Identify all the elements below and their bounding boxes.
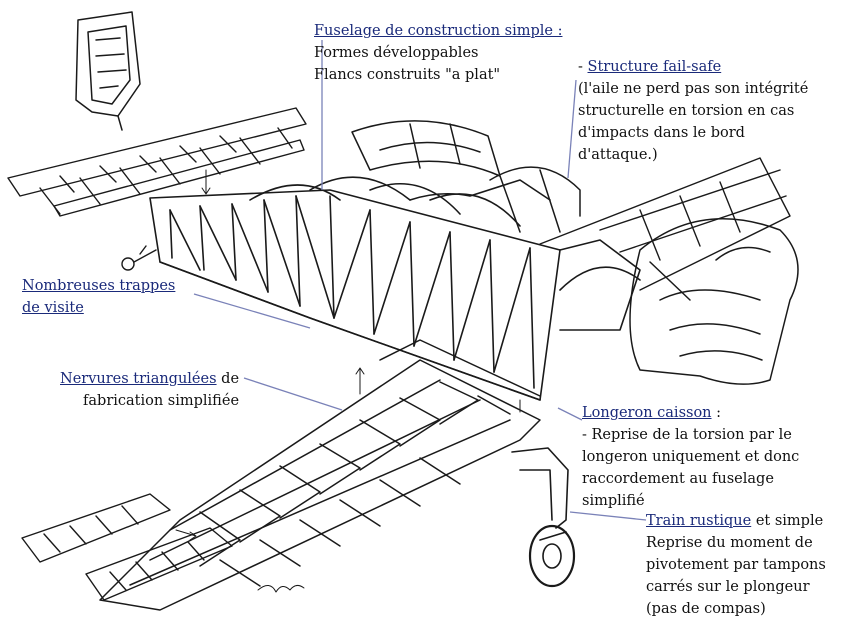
failsafe-line-4: d'attaque.) — [578, 147, 658, 163]
canopy-frame — [351, 120, 581, 233]
trappes-line-1: Nombreuses trappes — [22, 278, 176, 294]
trappes-line-2: de visite — [22, 300, 84, 316]
artist-signature — [257, 584, 305, 593]
failsafe-dash: - — [578, 59, 588, 75]
failsafe-line-1: (l'aile ne perd pas son intégrité — [578, 81, 809, 97]
longeron-line-3: raccordement au fuselage — [582, 471, 774, 487]
failsafe-line-3: d'impacts dans le bord — [578, 125, 745, 141]
right-wing — [539, 157, 791, 291]
annotation-trappes: Nombreuses trappes de visite — [22, 275, 175, 319]
horizontal-stabilizer — [7, 107, 307, 217]
assembly-arrows — [175, 169, 521, 541]
longeron-title: Longeron caisson — [582, 405, 712, 421]
engine-cowling — [629, 218, 799, 385]
fuselage-title: Fuselage de construction simple : — [314, 23, 563, 39]
left-aileron — [21, 493, 233, 601]
longeron-line-1: - Reprise de la torsion par le — [582, 427, 792, 443]
vertical-tail — [75, 11, 141, 131]
fuselage-line-1: Formes développables — [314, 45, 479, 61]
nervures-title-rest: de — [216, 371, 240, 387]
leader-lines — [193, 40, 647, 521]
left-wing — [99, 339, 541, 611]
annotation-nervures: Nervures triangulées de fabrication simp… — [60, 368, 239, 412]
longeron-line-2: longeron uniquement et donc — [582, 449, 800, 465]
fuselage-line-2: Flancs construits "a plat" — [314, 67, 501, 83]
nervures-title: Nervures triangulées — [60, 371, 217, 387]
annotation-failsafe: - Structure fail-safe (l'aile ne perd pa… — [578, 56, 808, 166]
train-title-rest: et simple — [751, 513, 824, 529]
train-title: Train rustique — [646, 513, 752, 529]
train-line-3: carrés sur le plongeur — [646, 579, 810, 595]
landing-gear — [511, 447, 576, 588]
longeron-line-4: simplifié — [582, 493, 645, 509]
train-line-1: Reprise du moment de — [646, 535, 813, 551]
longeron-title-rest: : — [711, 405, 722, 421]
nervures-line-2: fabrication simplifiée — [83, 393, 240, 409]
tailwheel-part — [121, 245, 157, 271]
failsafe-line-2: structurelle en torsion en cas — [578, 103, 795, 119]
failsafe-title: Structure fail-safe — [587, 59, 722, 75]
fuselage-truss — [149, 176, 641, 401]
train-line-4: (pas de compas) — [646, 601, 766, 617]
train-line-2: pivotement par tampons — [646, 557, 826, 573]
annotation-fuselage: Fuselage de construction simple : Formes… — [314, 20, 562, 86]
annotation-train: Train rustique et simple Reprise du mome… — [646, 510, 826, 620]
annotation-longeron: Longeron caisson : - Reprise de la torsi… — [582, 402, 799, 512]
